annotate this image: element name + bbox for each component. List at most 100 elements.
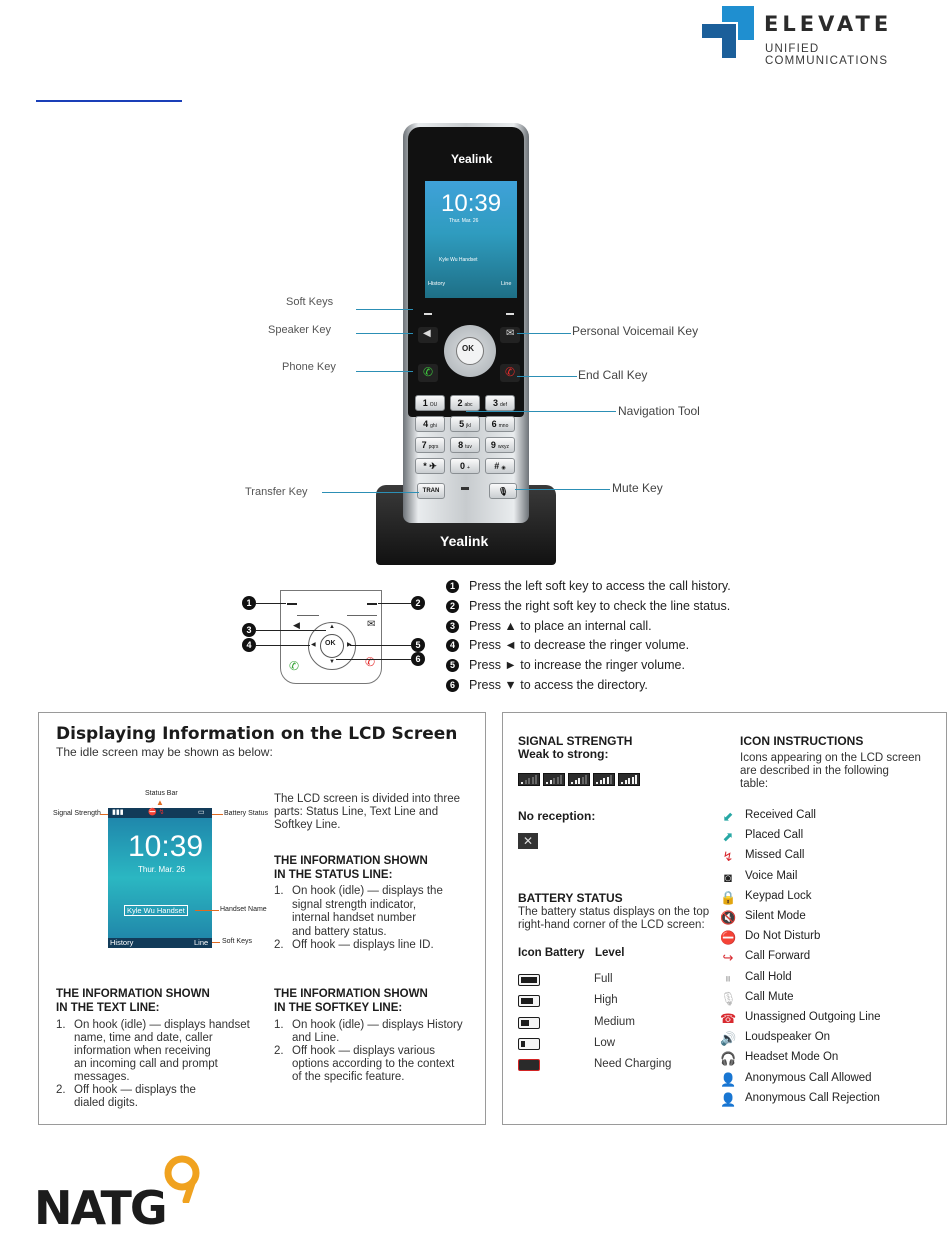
diagram-line-6: [336, 659, 411, 660]
text-line-item-text: information when receiving: [74, 1045, 211, 1057]
tran-key[interactable]: TRAN: [417, 483, 445, 499]
softkey-line-item-text: and Line.: [292, 1032, 340, 1044]
no-reception-icon: ✕: [518, 833, 538, 849]
key-sub-label: wxyz: [497, 444, 510, 450]
end-call-key[interactable]: ✆: [500, 364, 520, 382]
text-line-heading: IN THE TEXT LINE:: [56, 1002, 160, 1014]
elevate-logo: ELEVATE UNIFIED COMMUNICATIONS: [702, 6, 937, 67]
icon-instruction-row: 🎧Headset Mode On: [720, 1051, 838, 1066]
callout-line-navigation: [466, 411, 616, 412]
lcd-battery-icon: ▭: [198, 809, 205, 816]
callout-line-transfer-key: [322, 492, 419, 493]
status-line-item-text: Off hook — displays line ID.: [292, 939, 434, 951]
icon-instruction-label: Received Call: [745, 809, 816, 821]
phone-green-icon: ✆: [423, 365, 434, 379]
diagram-ok-label: OK: [325, 640, 336, 647]
status-line-item-text: internal handset number: [292, 912, 417, 924]
icon-instruction-row: ⬈Placed Call: [723, 829, 804, 844]
icon-instruction-label: Do Not Disturb: [745, 930, 821, 943]
left-soft-key[interactable]: [424, 313, 432, 315]
battery-level-icon: [518, 1059, 540, 1072]
diagram-up-arrow-icon: ▲: [329, 624, 335, 630]
icon-instruction-label: Voice Mail: [745, 869, 798, 882]
callout-end-call-key: End Call Key: [578, 368, 648, 382]
lcd-time: 10:39: [128, 830, 204, 863]
lcd-signal-icon: ▮▮▮: [112, 809, 124, 816]
status-line-item-text: signal strength indicator,: [292, 898, 417, 911]
natg-logo: NATG: [34, 1155, 209, 1235]
instruction-text: Press the right soft key to check the li…: [469, 598, 731, 613]
status-bar-arrow-icon: ▲: [156, 798, 164, 807]
key-11[interactable]: 0+: [450, 458, 480, 474]
lcd-sample-screen: ▮▮▮ ⛔ ↯ ▭ 10:39 Thur. Mar. 26 Kyle Wu Ha…: [108, 808, 212, 948]
text-line-item-text: an incoming call and prompt: [74, 1058, 218, 1070]
softkey-line-item-text: of the specific feature.: [292, 1071, 405, 1083]
mute-key[interactable]: 🎙: [489, 483, 517, 499]
silent-mode-icon: 🔇: [720, 910, 737, 925]
instruction-text: Press ▼ to access the directory.: [469, 678, 648, 692]
diagram-line-3: [256, 630, 326, 631]
navigation-ring[interactable]: OK: [444, 325, 496, 377]
elevate-brand-sub: UNIFIED COMMUNICATIONS: [765, 43, 889, 67]
right-soft-key[interactable]: [506, 313, 514, 315]
icon-instruction-label: Anonymous Call Allowed: [745, 1071, 872, 1084]
phone-key[interactable]: ✆: [418, 364, 438, 382]
status-icons-panel: [502, 712, 947, 1125]
softkey-line-heading: IN THE SOFTKEY LINE:: [274, 1002, 403, 1014]
header-link-underline[interactable]: [36, 100, 182, 102]
icon-desc-1: Icons appearing on the LCD screen: [740, 752, 921, 764]
icon-instruction-label: Loudspeaker On: [745, 1031, 831, 1044]
icon-desc-3: table:: [740, 778, 769, 790]
natg-pin-icon: [164, 1155, 200, 1203]
key-sub-label: mno: [498, 423, 509, 429]
lcd-status-bar: ▮▮▮ ⛔ ↯ ▭: [108, 808, 212, 818]
key-label: 7: [421, 440, 427, 450]
elevate-logo-mark-icon: [702, 6, 754, 58]
callout-line-mute: [515, 489, 610, 490]
callout-transfer-key: Transfer Key: [245, 486, 308, 498]
key-10[interactable]: * ✈: [415, 458, 445, 474]
key-sub-label: +: [467, 465, 470, 471]
placed-call-icon: ⬈: [722, 829, 734, 845]
key-label: 1: [422, 398, 428, 408]
natg-wordmark: NATG: [34, 1181, 168, 1235]
ok-key[interactable]: OK: [456, 337, 484, 365]
diagram-line-2: [378, 603, 411, 604]
handset-screen-line: Line: [501, 281, 512, 287]
handset-screen-date: Thur. Mar. 26: [449, 218, 479, 224]
battery-level-icon: [518, 1016, 540, 1029]
callout-voicemail-key: Personal Voicemail Key: [572, 324, 699, 338]
icon-instruction-row: ↯Missed Call: [723, 849, 805, 864]
instruction-text: Press ► to increase the ringer volume.: [469, 658, 685, 673]
battery-level-icon: [518, 995, 540, 1008]
voicemail-key[interactable]: ✉: [500, 327, 520, 343]
softkey-line-item-text: options according to the context: [292, 1058, 455, 1070]
key-sub-label: OU: [429, 402, 438, 408]
signal-level-1-icon: [518, 773, 540, 786]
key-12[interactable]: #◉: [485, 458, 515, 474]
instruction-number: 3: [446, 619, 459, 633]
key-label: 0: [460, 461, 466, 471]
lcd-panel-title: Displaying Information on the LCD Screen: [56, 724, 458, 744]
diagram-left-arrow-icon: ◀: [311, 642, 316, 648]
battery-level-icon: [518, 1037, 540, 1050]
diagram-phone-green-icon: ✆: [289, 659, 300, 673]
anonymous-rejection-icon: 👤: [720, 1091, 737, 1107]
call-hold-icon: ⏸: [724, 970, 732, 986]
key-sub-label: def: [500, 402, 507, 408]
diagram-number-4: 4: [242, 638, 256, 652]
missed-call-icon: ↯: [722, 849, 734, 865]
status-line-item-text: and battery status.: [292, 925, 387, 938]
label-handset-name: Handset Name: [220, 906, 267, 913]
speaker-key[interactable]: ◀: [418, 327, 438, 343]
battery-level-label: Medium: [594, 1015, 635, 1028]
